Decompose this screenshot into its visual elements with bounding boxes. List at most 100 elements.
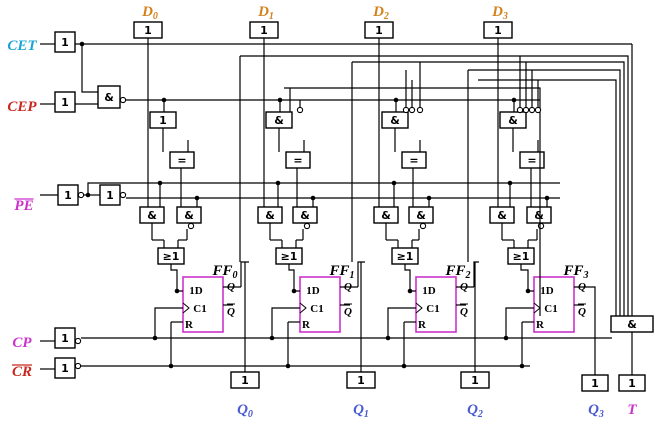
d2-input-buffer-symbol: 1 <box>375 24 383 37</box>
stage3-xnor-gate <box>519 151 545 169</box>
q3-label: Q3 <box>588 402 604 420</box>
q3-output-buffer-symbol: 1 <box>591 377 599 390</box>
stage0-xnor-gate <box>169 151 195 169</box>
junction-dot <box>152 335 158 341</box>
ff1-qbar-pin: Q <box>344 306 352 318</box>
wire <box>352 61 625 316</box>
ff0-clock-triangle <box>182 302 190 314</box>
d2-label-subscript: 2 <box>383 11 389 22</box>
ff1-clk-pin: C1 <box>310 303 323 315</box>
ff3-block <box>533 276 575 333</box>
ff3-label: FF3 <box>562 263 588 281</box>
q0-output-buffer-symbol: 1 <box>241 374 249 387</box>
stage2-xnor-gate-symbol: = <box>409 154 418 167</box>
stage3-enable-gate-symbol: & <box>508 114 518 127</box>
q1-label-subscript: 1 <box>364 409 369 420</box>
cp-bubble <box>74 337 82 345</box>
wire <box>478 79 617 316</box>
stage3-load-and-symbol: & <box>497 209 507 222</box>
ff2-clk-pin: C1 <box>426 303 439 315</box>
ff2-d-pin: 1D <box>422 285 436 297</box>
stage2-xnor-gate <box>401 151 427 169</box>
q1-label: Q1 <box>353 402 369 420</box>
enable-input-bubble <box>402 106 410 114</box>
d3-label-text: D <box>491 4 503 20</box>
ff3-d-pin: 1D <box>540 285 554 297</box>
t-output-buffer <box>618 374 646 392</box>
ff3-label-subscript: 3 <box>583 270 589 281</box>
d3-label: D3 <box>491 4 508 22</box>
cp-label-text: CP <box>12 335 32 351</box>
enable-input-bubble <box>416 106 424 114</box>
q0-label: Q0 <box>237 402 253 420</box>
ff0-label-text: FF <box>211 263 232 279</box>
junction-dot <box>85 192 91 198</box>
cp-label: CP <box>12 335 32 351</box>
wire <box>240 261 249 287</box>
ff2-block <box>415 276 457 333</box>
ff0-block <box>182 276 224 333</box>
wire <box>357 261 365 287</box>
q2-label: Q2 <box>467 402 483 420</box>
cet-label: CET <box>7 38 37 54</box>
d1-label-subscript: 1 <box>269 11 274 22</box>
junction-dot <box>407 288 413 294</box>
ff3-reset-pin: R <box>536 319 545 331</box>
ff3-qbar-pin: Q <box>578 306 586 318</box>
stage3-xnor-gate-symbol: = <box>527 154 536 167</box>
cep-label: CEP <box>7 99 37 115</box>
wire <box>468 69 621 316</box>
cr-bubble <box>74 362 82 370</box>
stage3-count-and-symbol: & <box>534 209 544 222</box>
wire <box>404 264 416 292</box>
enable-input-bubble <box>522 106 530 114</box>
cp-buffer-symbol: 1 <box>61 332 69 345</box>
ff2-reset-pin: R <box>418 319 427 331</box>
ff1-label-text: FF <box>328 263 349 279</box>
q3-label-subscript: 3 <box>598 409 604 420</box>
ff0-label-subscript: 0 <box>233 270 238 281</box>
q2-output-buffer-symbol: 1 <box>471 374 479 387</box>
d1-input-buffer-symbol: 1 <box>260 24 268 37</box>
wire <box>505 307 534 338</box>
cep-label-text: CEP <box>7 99 37 115</box>
t-label-text: T <box>627 402 637 418</box>
wire <box>520 264 534 292</box>
q0-label-text: Q <box>237 402 248 418</box>
junction-dot <box>511 97 517 103</box>
junction-dot <box>275 180 281 186</box>
stage2-enable-gate-symbol: & <box>390 114 400 127</box>
ff1-label: FF1 <box>328 263 354 281</box>
cep-buffer-symbol: 1 <box>61 96 69 109</box>
count-enable-bubble <box>119 96 127 104</box>
cr-label-text: CR <box>12 364 32 380</box>
cet-buffer <box>54 31 76 53</box>
stage0-load-and-symbol: & <box>147 209 157 222</box>
enable-input-bubble <box>534 106 542 114</box>
q3-label-text: Q <box>588 402 599 418</box>
ff1-reset-pin: R <box>302 319 311 331</box>
stage3-and-bubble <box>537 222 545 230</box>
stage0-count-and-symbol: & <box>184 209 194 222</box>
junction-dot <box>544 195 550 201</box>
wire <box>87 182 560 195</box>
enable-input-bubble <box>408 106 416 114</box>
junction-dot <box>277 97 283 103</box>
ff2-clock-triangle <box>415 302 423 314</box>
t-output-buffer-symbol: 1 <box>628 377 636 390</box>
d0-label-text: D <box>141 4 153 20</box>
stage1-count-and <box>292 206 318 224</box>
pe-bubble-1 <box>77 191 85 199</box>
q1-output-buffer-symbol: 1 <box>357 374 365 387</box>
wire <box>271 307 300 338</box>
ff0-reset-pin: R <box>185 319 194 331</box>
q2-label-subscript: 2 <box>477 409 483 420</box>
wire <box>154 307 183 338</box>
junction-dot <box>168 363 174 369</box>
ff1-clock-triangle <box>299 302 307 314</box>
stage1-count-and-symbol: & <box>300 209 310 222</box>
stage2-count-and <box>408 206 434 224</box>
enable-input-bubble <box>528 106 536 114</box>
cet-label-text: CET <box>7 38 37 54</box>
stage3-or-gate-symbol: ≥1 <box>513 250 530 263</box>
